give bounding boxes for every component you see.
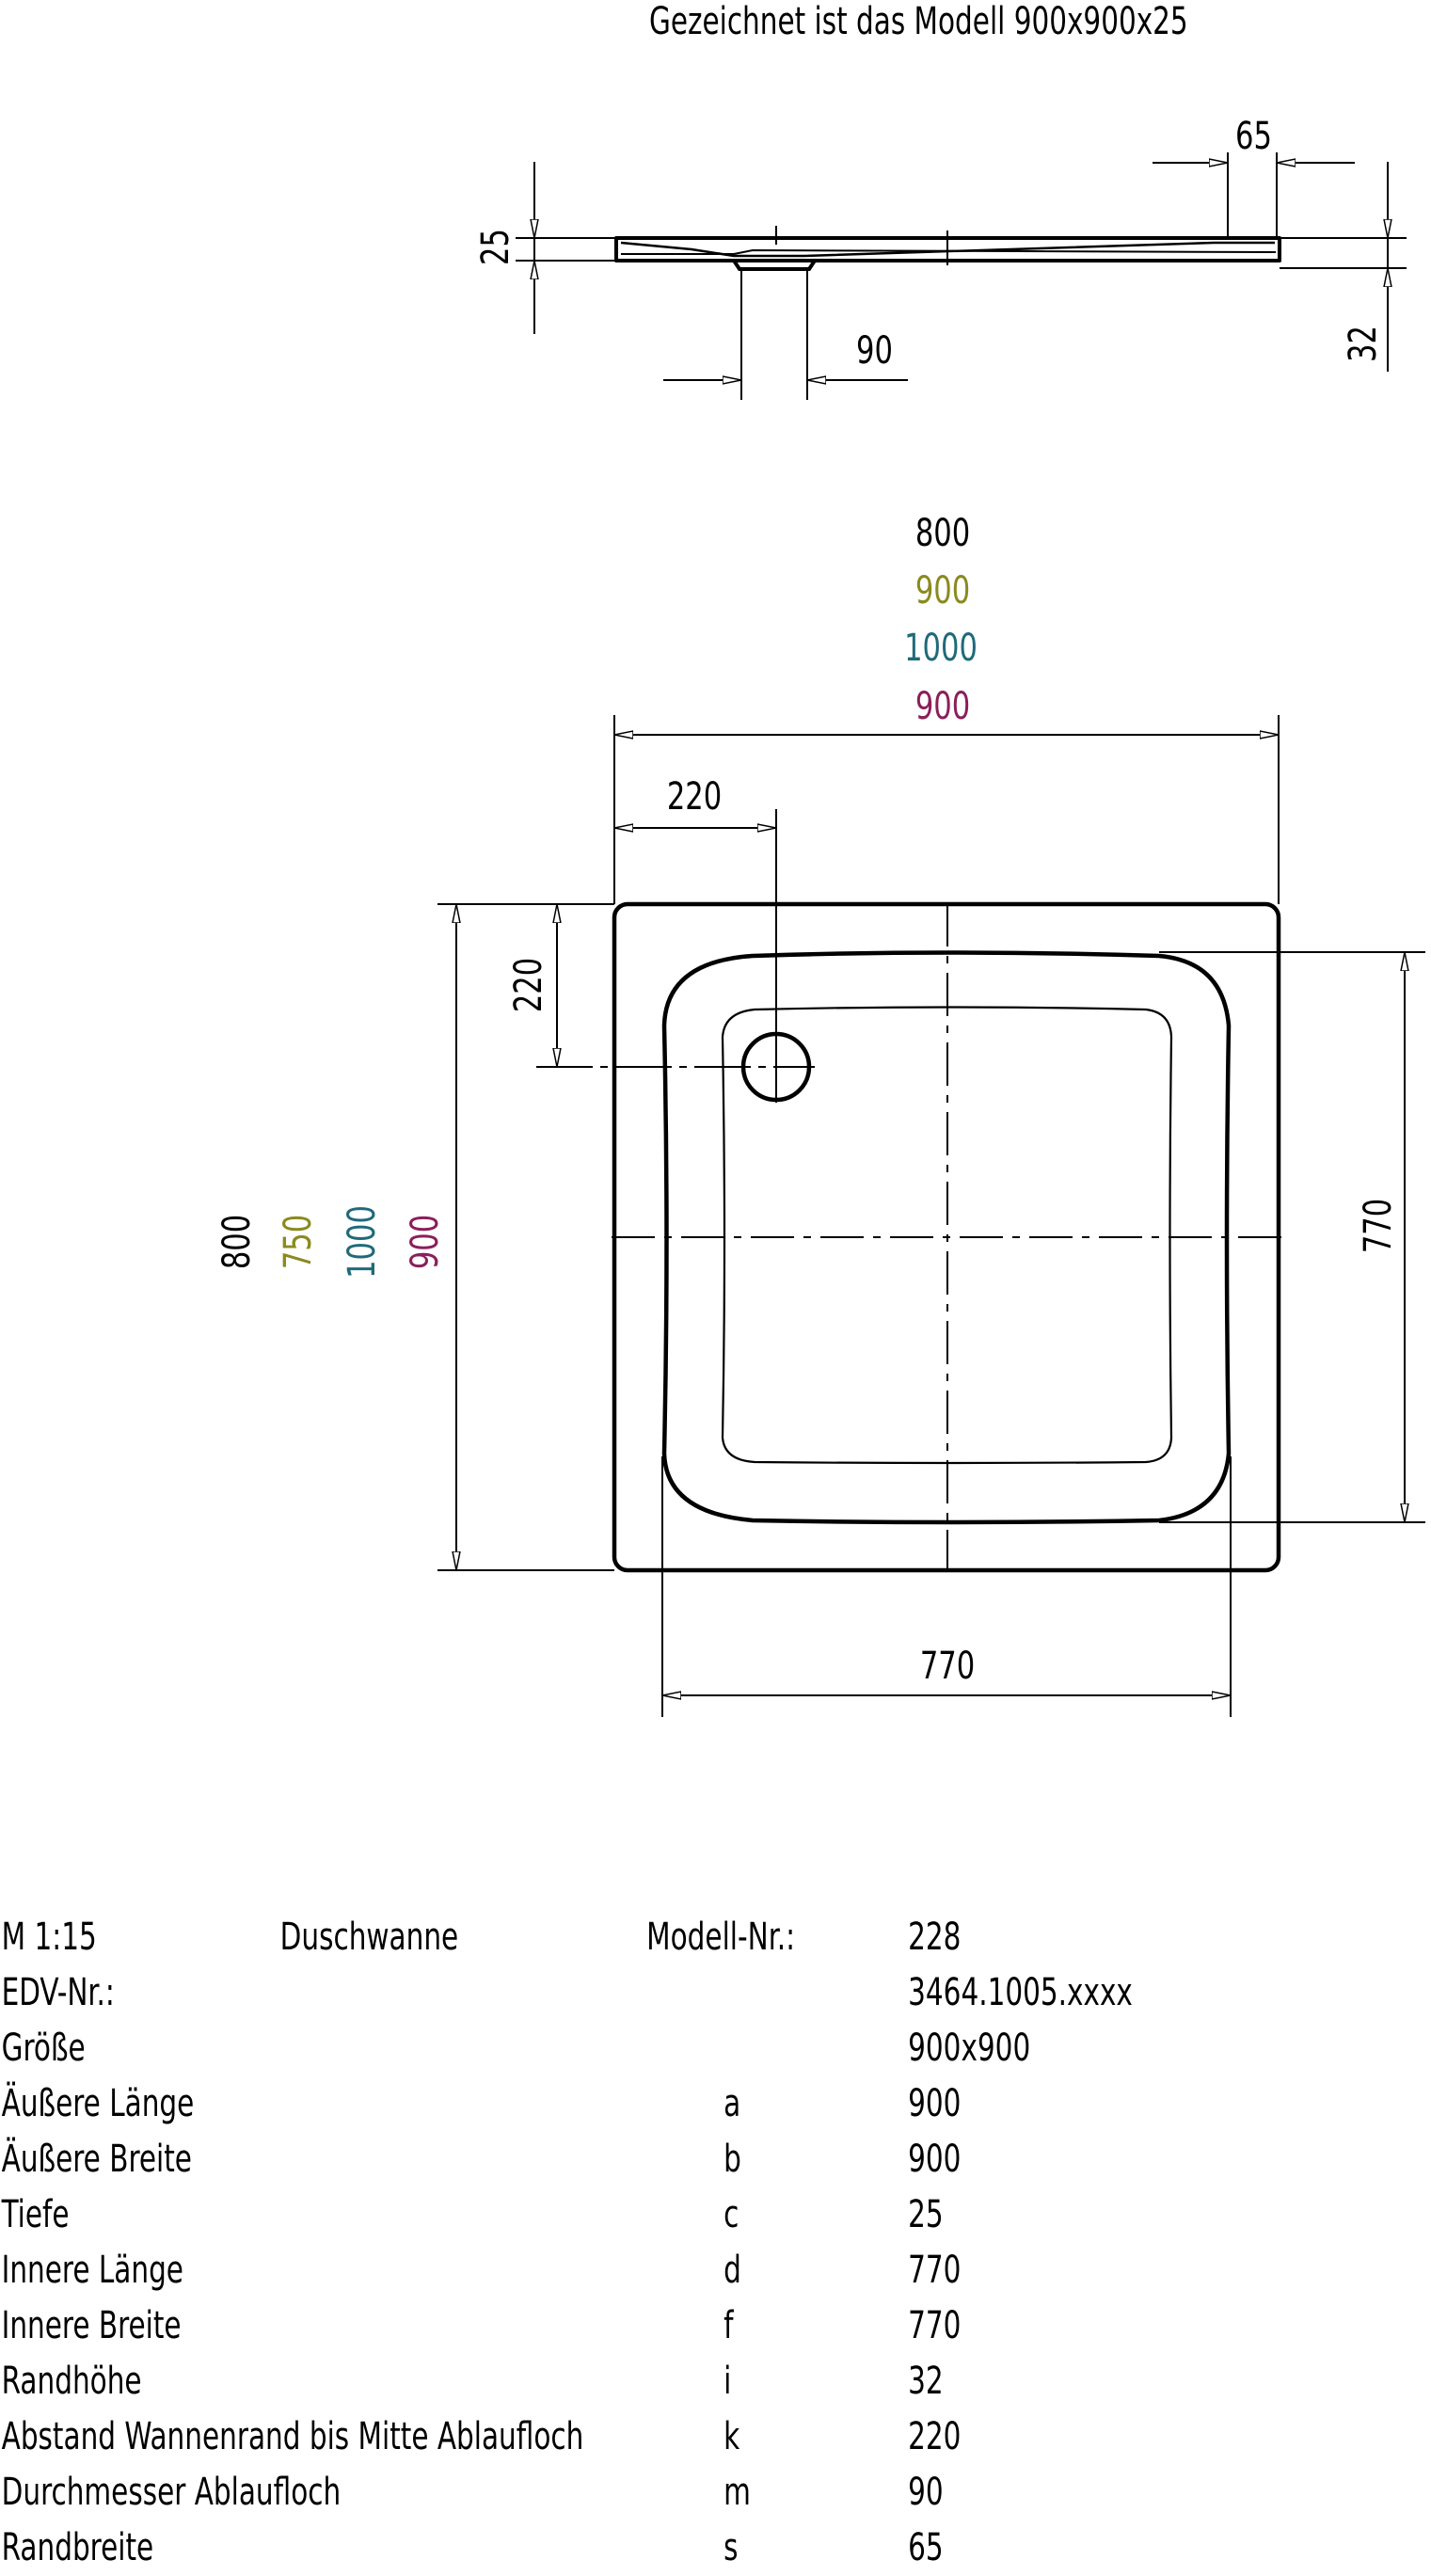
spec-value: 770 (908, 2249, 962, 2292)
spec-header-row: M 1:15 Duschwanne Modell-Nr.: 228 (0, 1910, 1173, 1965)
dim-inner-width-label: 770 (920, 1644, 975, 1687)
spec-row: Durchmesser Ablaufloch m 90 (0, 2465, 1173, 2520)
tray-section-inner-bottom (621, 248, 1277, 255)
dim-drain-x-label: 220 (667, 774, 722, 818)
spec-value: 220 (908, 2415, 962, 2458)
spec-row: Randhöhe i 32 (0, 2354, 1173, 2409)
length-variants: 800 750 1000 900 (215, 1205, 446, 1279)
spec-value: 900x900 (908, 2027, 1031, 2070)
spec-row: Randbreite s 65 (0, 2520, 1173, 2576)
length-variant-3: 1000 (340, 1205, 383, 1279)
spec-value: 900 (908, 2138, 962, 2181)
spec-label: Abstand Wannenrand bis Mitte Ablaufloch (1, 2415, 584, 2458)
length-variant-1: 800 (215, 1215, 258, 1269)
spec-label: Äußere Länge (1, 2082, 195, 2125)
dim-drain-y-label: 220 (506, 958, 549, 1012)
section-view (516, 152, 1407, 400)
scale-label: M 1:15 (1, 1916, 97, 1959)
spec-value: 25 (908, 2193, 944, 2236)
spec-label: Durchmesser Ablaufloch (1, 2471, 342, 2514)
dim-drain-section-label: 90 (856, 328, 893, 372)
plan-view (437, 715, 1425, 1717)
spec-letter: i (723, 2360, 732, 2403)
spec-letter: m (723, 2471, 751, 2514)
tray-basin (661, 950, 1232, 1525)
spec-label: EDV-Nr.: (1, 1971, 115, 2014)
spec-letter: b (723, 2138, 741, 2181)
spec-letter: a (723, 2082, 741, 2125)
spec-value: 770 (908, 2304, 962, 2347)
spec-letter: c (723, 2193, 739, 2236)
spec-row: Innere Länge d 770 (0, 2243, 1173, 2298)
width-variant-3: 1000 (904, 626, 978, 669)
dim-inner-length-label: 770 (1356, 1199, 1399, 1253)
spec-row: EDV-Nr.: 3464.1005.xxxx (0, 1965, 1173, 2021)
spec-letter: s (723, 2526, 739, 2569)
spec-letter: d (723, 2249, 741, 2292)
spec-letter: f (723, 2304, 734, 2347)
spec-row: Tiefe c 25 (0, 2187, 1173, 2243)
spec-label: Randhöhe (1, 2360, 142, 2403)
width-variant-1: 800 (915, 511, 970, 554)
spec-label: Größe (1, 2027, 86, 2070)
spec-label: Innere Länge (1, 2249, 183, 2292)
spec-value: 90 (908, 2471, 944, 2514)
dim-rim-height-label: 25 (473, 229, 517, 265)
spec-value: 65 (908, 2526, 944, 2569)
spec-letter: k (723, 2415, 740, 2458)
dim-rim-width-label: 65 (1235, 114, 1272, 157)
spec-row: Abstand Wannenrand bis Mitte Ablaufloch k… (0, 2409, 1173, 2465)
width-variant-4: 900 (915, 684, 970, 727)
spec-row: Äußere Länge a 900 (0, 2076, 1173, 2132)
tray-section-outline (614, 236, 1281, 262)
dim-depth-label: 32 (1341, 326, 1384, 362)
spec-label: Innere Breite (1, 2304, 182, 2347)
spec-label: Tiefe (1, 2193, 70, 2236)
spec-row: Äußere Breite b 900 (0, 2132, 1173, 2187)
length-variant-2: 750 (276, 1215, 319, 1269)
spec-row: Größe 900x900 (0, 2021, 1173, 2076)
spec-value: 32 (908, 2360, 944, 2403)
length-variant-4: 900 (403, 1215, 446, 1269)
spec-value: 900 (908, 2082, 962, 2125)
spec-value: 3464.1005.xxxx (908, 1971, 1133, 2014)
spec-row: Innere Breite f 770 (0, 2298, 1173, 2354)
width-variant-2: 900 (915, 568, 970, 612)
spec-label: Äußere Breite (1, 2138, 192, 2181)
width-variants: 800 900 1000 900 (904, 511, 978, 727)
spec-label: Randbreite (1, 2526, 154, 2569)
model-label: Modell-Nr.: (646, 1916, 796, 1959)
drain-section (732, 259, 817, 271)
tray-section-inner (620, 241, 1275, 258)
tray-floor (721, 1006, 1173, 1465)
model-value: 228 (908, 1916, 962, 1959)
drawing-caption: Gezeichnet ist das Modell 900x900x25 (649, 0, 1188, 43)
product-name: Duschwanne (279, 1916, 459, 1959)
